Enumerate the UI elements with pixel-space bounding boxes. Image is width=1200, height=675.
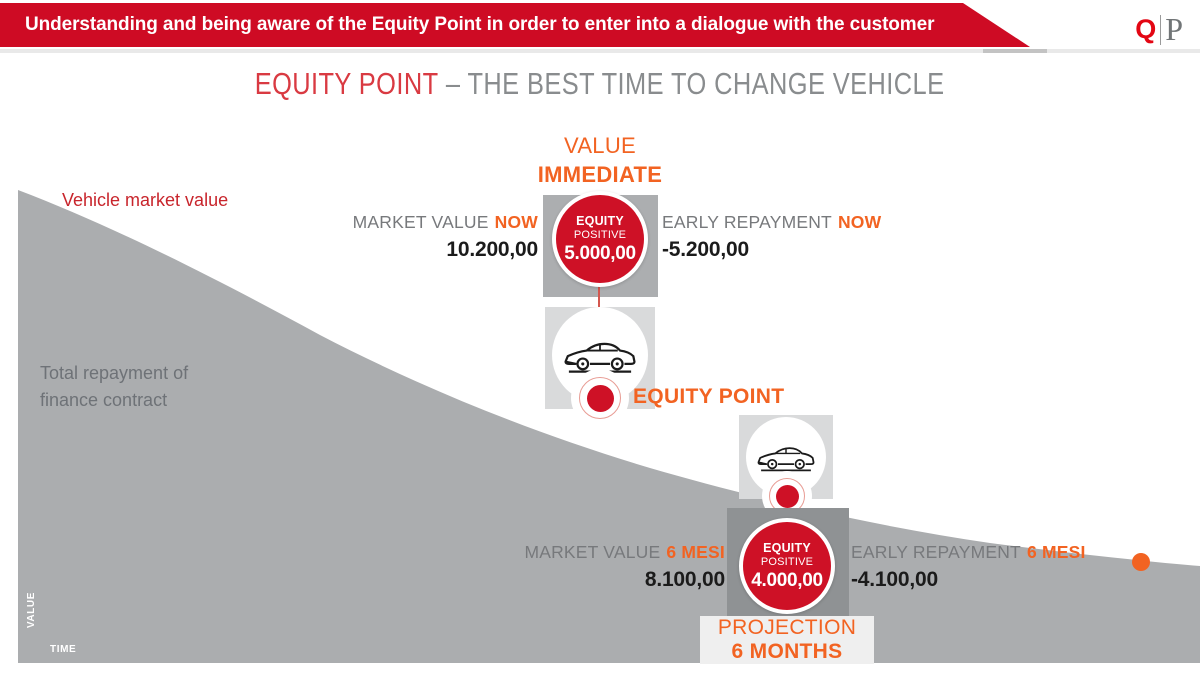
logo-separator (1160, 14, 1162, 45)
badge-future-amount: 4.000,00 (751, 569, 823, 591)
equity-point-dot-icon (586, 384, 614, 412)
future-point-dot-icon (1132, 553, 1150, 571)
value-immediate-callout: VALUE IMMEDIATE (490, 133, 710, 188)
page-title: EQUITY POINT– THE BEST TIME TO CHANGE VE… (0, 66, 1200, 102)
callout-6months-line: 6 MONTHS (731, 640, 843, 663)
page-title-rest: – THE BEST TIME TO CHANGE VEHICLE (446, 66, 945, 101)
car-icon (757, 447, 815, 472)
callout-immediate-line: IMMEDIATE (537, 162, 663, 187)
market-value-future-label: MARKET VALUE (524, 542, 661, 562)
equity-positive-future-badge: EQUITY POSITIVE 4.000,00 (739, 518, 835, 614)
brand-logo: Q P (1135, 11, 1183, 48)
market-value-future-accent: 6 MESI (666, 542, 725, 562)
header-banner-text: Understanding and being aware of the Equ… (25, 14, 935, 35)
early-repayment-now-amount: -5.200,00 (662, 238, 749, 261)
logo-p-letter: P (1165, 11, 1183, 47)
badge-equity-text: EQUITY (576, 213, 624, 228)
early-repayment-future-label: EARLY REPAYMENT (851, 542, 1021, 562)
header-divider-accent (983, 49, 1047, 53)
market-value-now-amount: 10.200,00 (446, 238, 538, 261)
badge-now-amount: 5.000,00 (564, 242, 636, 264)
callout-projection-line: PROJECTION (717, 616, 857, 639)
equity-point-marker (571, 369, 629, 427)
value-axis-label: VALUE (26, 592, 37, 629)
market-value-now-label: MARKET VALUE (352, 212, 489, 232)
car-icon (564, 342, 636, 373)
equity-point-future-dot-icon (775, 484, 799, 508)
header-banner: Understanding and being aware of the Equ… (0, 3, 1030, 47)
early-repayment-now-label: EARLY REPAYMENT (662, 212, 832, 232)
callout-value-line: VALUE (563, 133, 636, 158)
equity-positive-now-badge: EQUITY POSITIVE 5.000,00 (552, 191, 648, 287)
badge-positive-text: POSITIVE (573, 228, 627, 241)
market-value-future-amount: 8.100,00 (644, 568, 725, 591)
early-repayment-future-amount: -4.100,00 (851, 568, 938, 591)
vehicle-market-value-label: Vehicle market value (62, 190, 229, 210)
market-value-now-accent: NOW (494, 212, 538, 232)
equity-point-label: EQUITY POINT (633, 385, 785, 408)
page-title-highlight: EQUITY POINT (255, 66, 439, 101)
badge-positive-text: POSITIVE (760, 555, 814, 568)
projection-callout: PROJECTION 6 MONTHS (700, 616, 874, 664)
total-repayment-label: Total repayment of finance contract (40, 363, 189, 410)
header-divider (0, 49, 1200, 53)
time-axis-label: TIME (50, 644, 77, 655)
early-repayment-now-accent: NOW (837, 212, 882, 232)
badge-equity-text: EQUITY (763, 540, 811, 555)
logo-q-letter: Q (1135, 14, 1157, 44)
early-repayment-future-accent: 6 MESI (1026, 542, 1086, 562)
